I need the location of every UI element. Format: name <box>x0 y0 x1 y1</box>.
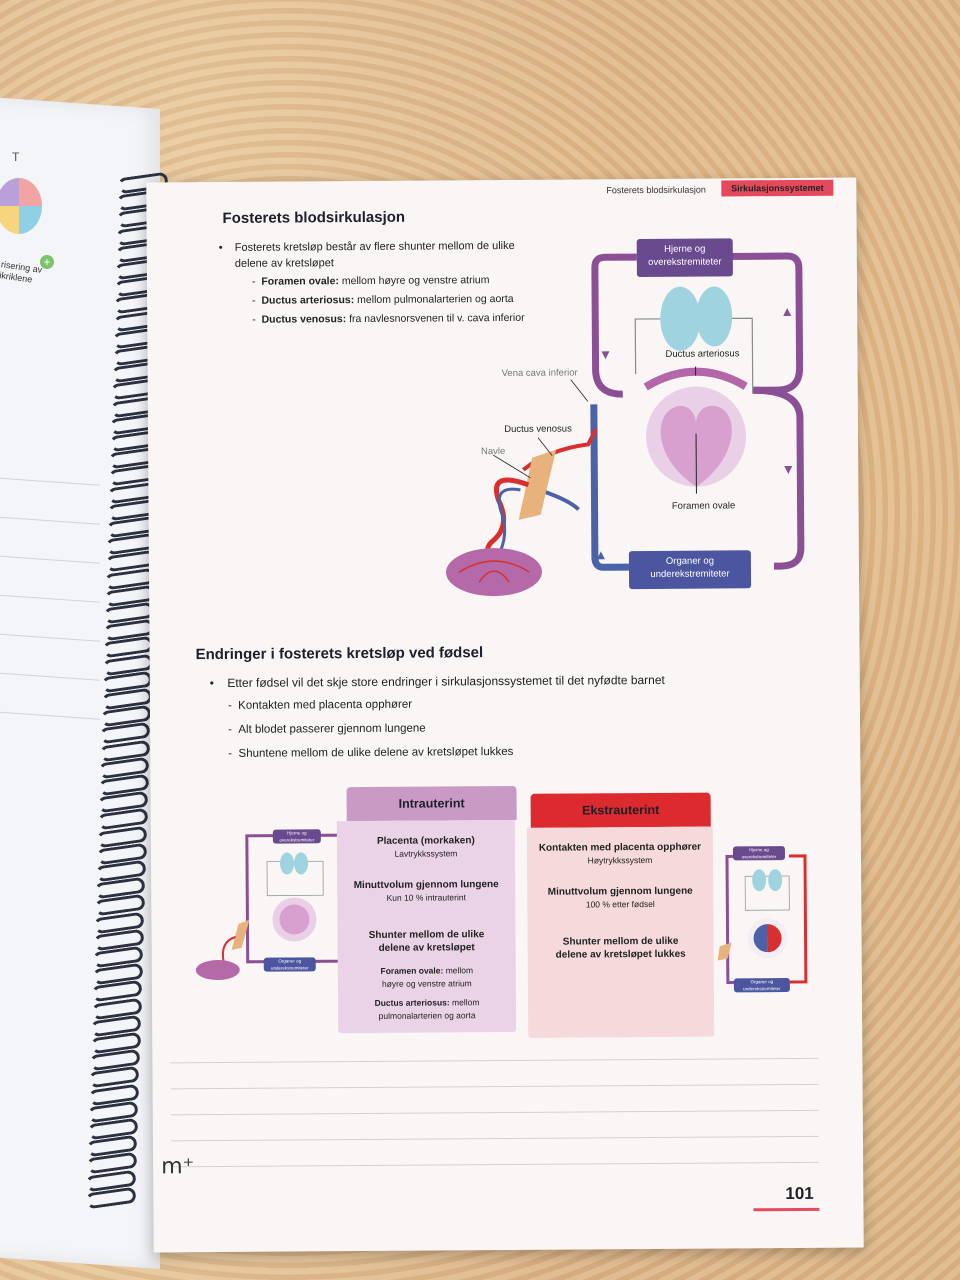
note-line <box>170 1057 819 1064</box>
label-vena-cava-inferior: Vena cava inferior <box>501 367 578 380</box>
left-page-letter: T <box>12 150 20 164</box>
extrauterine-body: Kontakten med placenta opphører Høytrykk… <box>526 826 715 1038</box>
plus-icon: + <box>40 255 54 269</box>
mini-diagram-intrauterine <box>195 833 344 981</box>
note-line <box>170 1109 819 1116</box>
mini-right-bottom-box: Organer og underekstremiteter <box>733 978 790 993</box>
label-navle: Navle <box>480 445 506 458</box>
intrauterine-header: Intrauterint <box>346 785 517 822</box>
left-page-pie-icon <box>0 178 42 234</box>
note-line <box>171 1161 820 1168</box>
box-brain-upper-limbs: Hjerne og overekstremiteter <box>636 238 733 278</box>
right-lung <box>696 286 733 347</box>
mini-left-bottom-box: Organer og underekstremiteter <box>263 957 316 972</box>
label-ductus-venosus: Ductus venosus <box>504 423 572 435</box>
label-foramen-ovale: Foramen ovale <box>671 500 736 512</box>
extrauterine-header: Ekstrauterint <box>530 792 711 828</box>
mini-right-top-box: Hjerne og overekstremiteter <box>732 846 786 861</box>
label-ductus-arteriosus: Ductus arteriosus <box>665 348 740 360</box>
vessel-upper-left <box>591 253 637 398</box>
box-organs-lower-limbs: Organer og underekstremiteter <box>628 550 752 590</box>
intrauterine-body: Placenta (morkaken) Lavtrykkssystem Minu… <box>336 819 517 1034</box>
page-number-underline <box>753 1207 820 1212</box>
section2-title: Endringer i fosterets kretsløp ved fødse… <box>195 644 484 664</box>
aorta-descending <box>752 386 805 570</box>
note-line <box>170 1083 819 1090</box>
section2-sub-3: - Shuntene mellom de ulike delene av kre… <box>228 745 514 760</box>
umbilical-cord <box>485 477 530 563</box>
placenta <box>446 548 543 597</box>
page-number: 101 <box>785 1183 814 1204</box>
mini-left-top-box: Hjerne og overekstremiteter <box>272 829 321 844</box>
vessel-upper-right <box>706 252 804 394</box>
fetal-circulation-diagram <box>446 252 805 597</box>
publisher-logo: m⁺ <box>161 1154 195 1180</box>
umbilical-vein <box>522 428 598 472</box>
left-page-lines <box>0 477 100 758</box>
section2-bullet: • Etter fødsel vil det skje store endrin… <box>209 672 665 691</box>
vena-cava-inferior <box>590 404 629 571</box>
note-line <box>170 1135 819 1142</box>
liver <box>518 449 557 520</box>
book-page: Fosterets blodsirkulasjon Sirkulasjonssy… <box>146 177 864 1253</box>
section2-sub-2: - Alt blodet passerer gjennom lungene <box>228 722 426 736</box>
mini-diagram-extrauterine <box>717 854 808 984</box>
left-lung <box>660 286 701 351</box>
section2-sub-1: - Kontakten med placenta opphører <box>227 698 413 712</box>
